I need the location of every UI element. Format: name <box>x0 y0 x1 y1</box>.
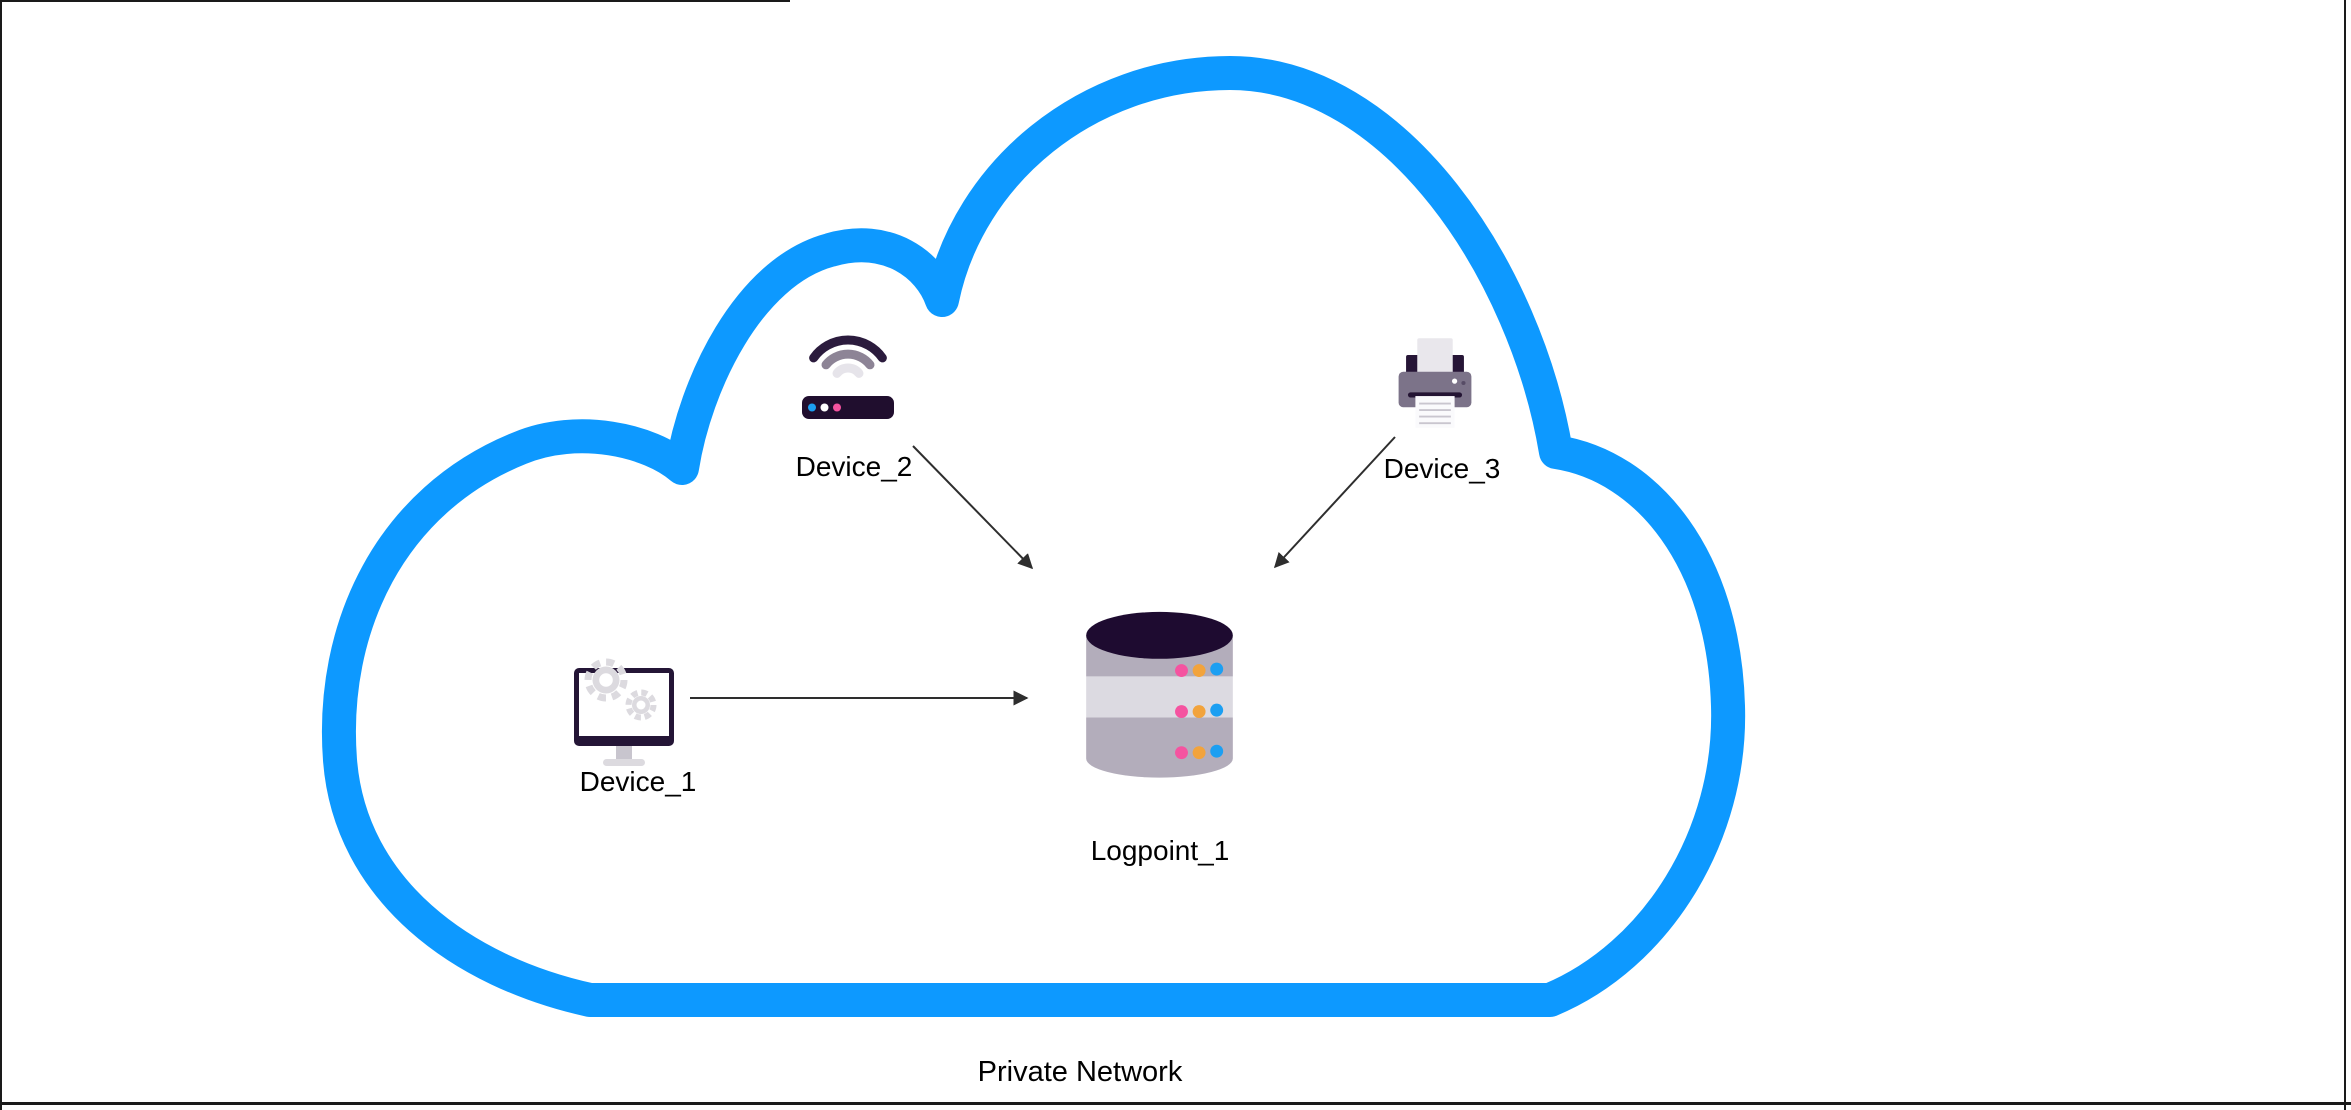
database-icon <box>1086 611 1233 778</box>
wireless-router-icon <box>802 335 894 419</box>
printer-icon <box>1398 338 1472 428</box>
monitor-gears-icon <box>574 658 674 766</box>
database-dots <box>1175 662 1224 760</box>
frame-border-top <box>0 0 790 2</box>
frame-border-bottom <box>0 1102 2351 1105</box>
frame-border-right <box>2344 0 2346 1110</box>
arrow-device2-to-logpoint <box>912 445 1034 570</box>
arrow-device3-to-logpoint <box>1273 436 1396 569</box>
node-label-device-3: Device_3 <box>1383 453 1501 484</box>
private-network-cloud <box>322 56 1746 1017</box>
node-label-logpoint-1: Logpoint_1 <box>1090 835 1230 866</box>
node-label-device-1: Device_1 <box>579 766 697 797</box>
private-network-label: Private Network <box>977 1056 1183 1088</box>
node-label-device-2: Device_2 <box>795 451 913 482</box>
frame-border-left <box>0 0 2 1110</box>
